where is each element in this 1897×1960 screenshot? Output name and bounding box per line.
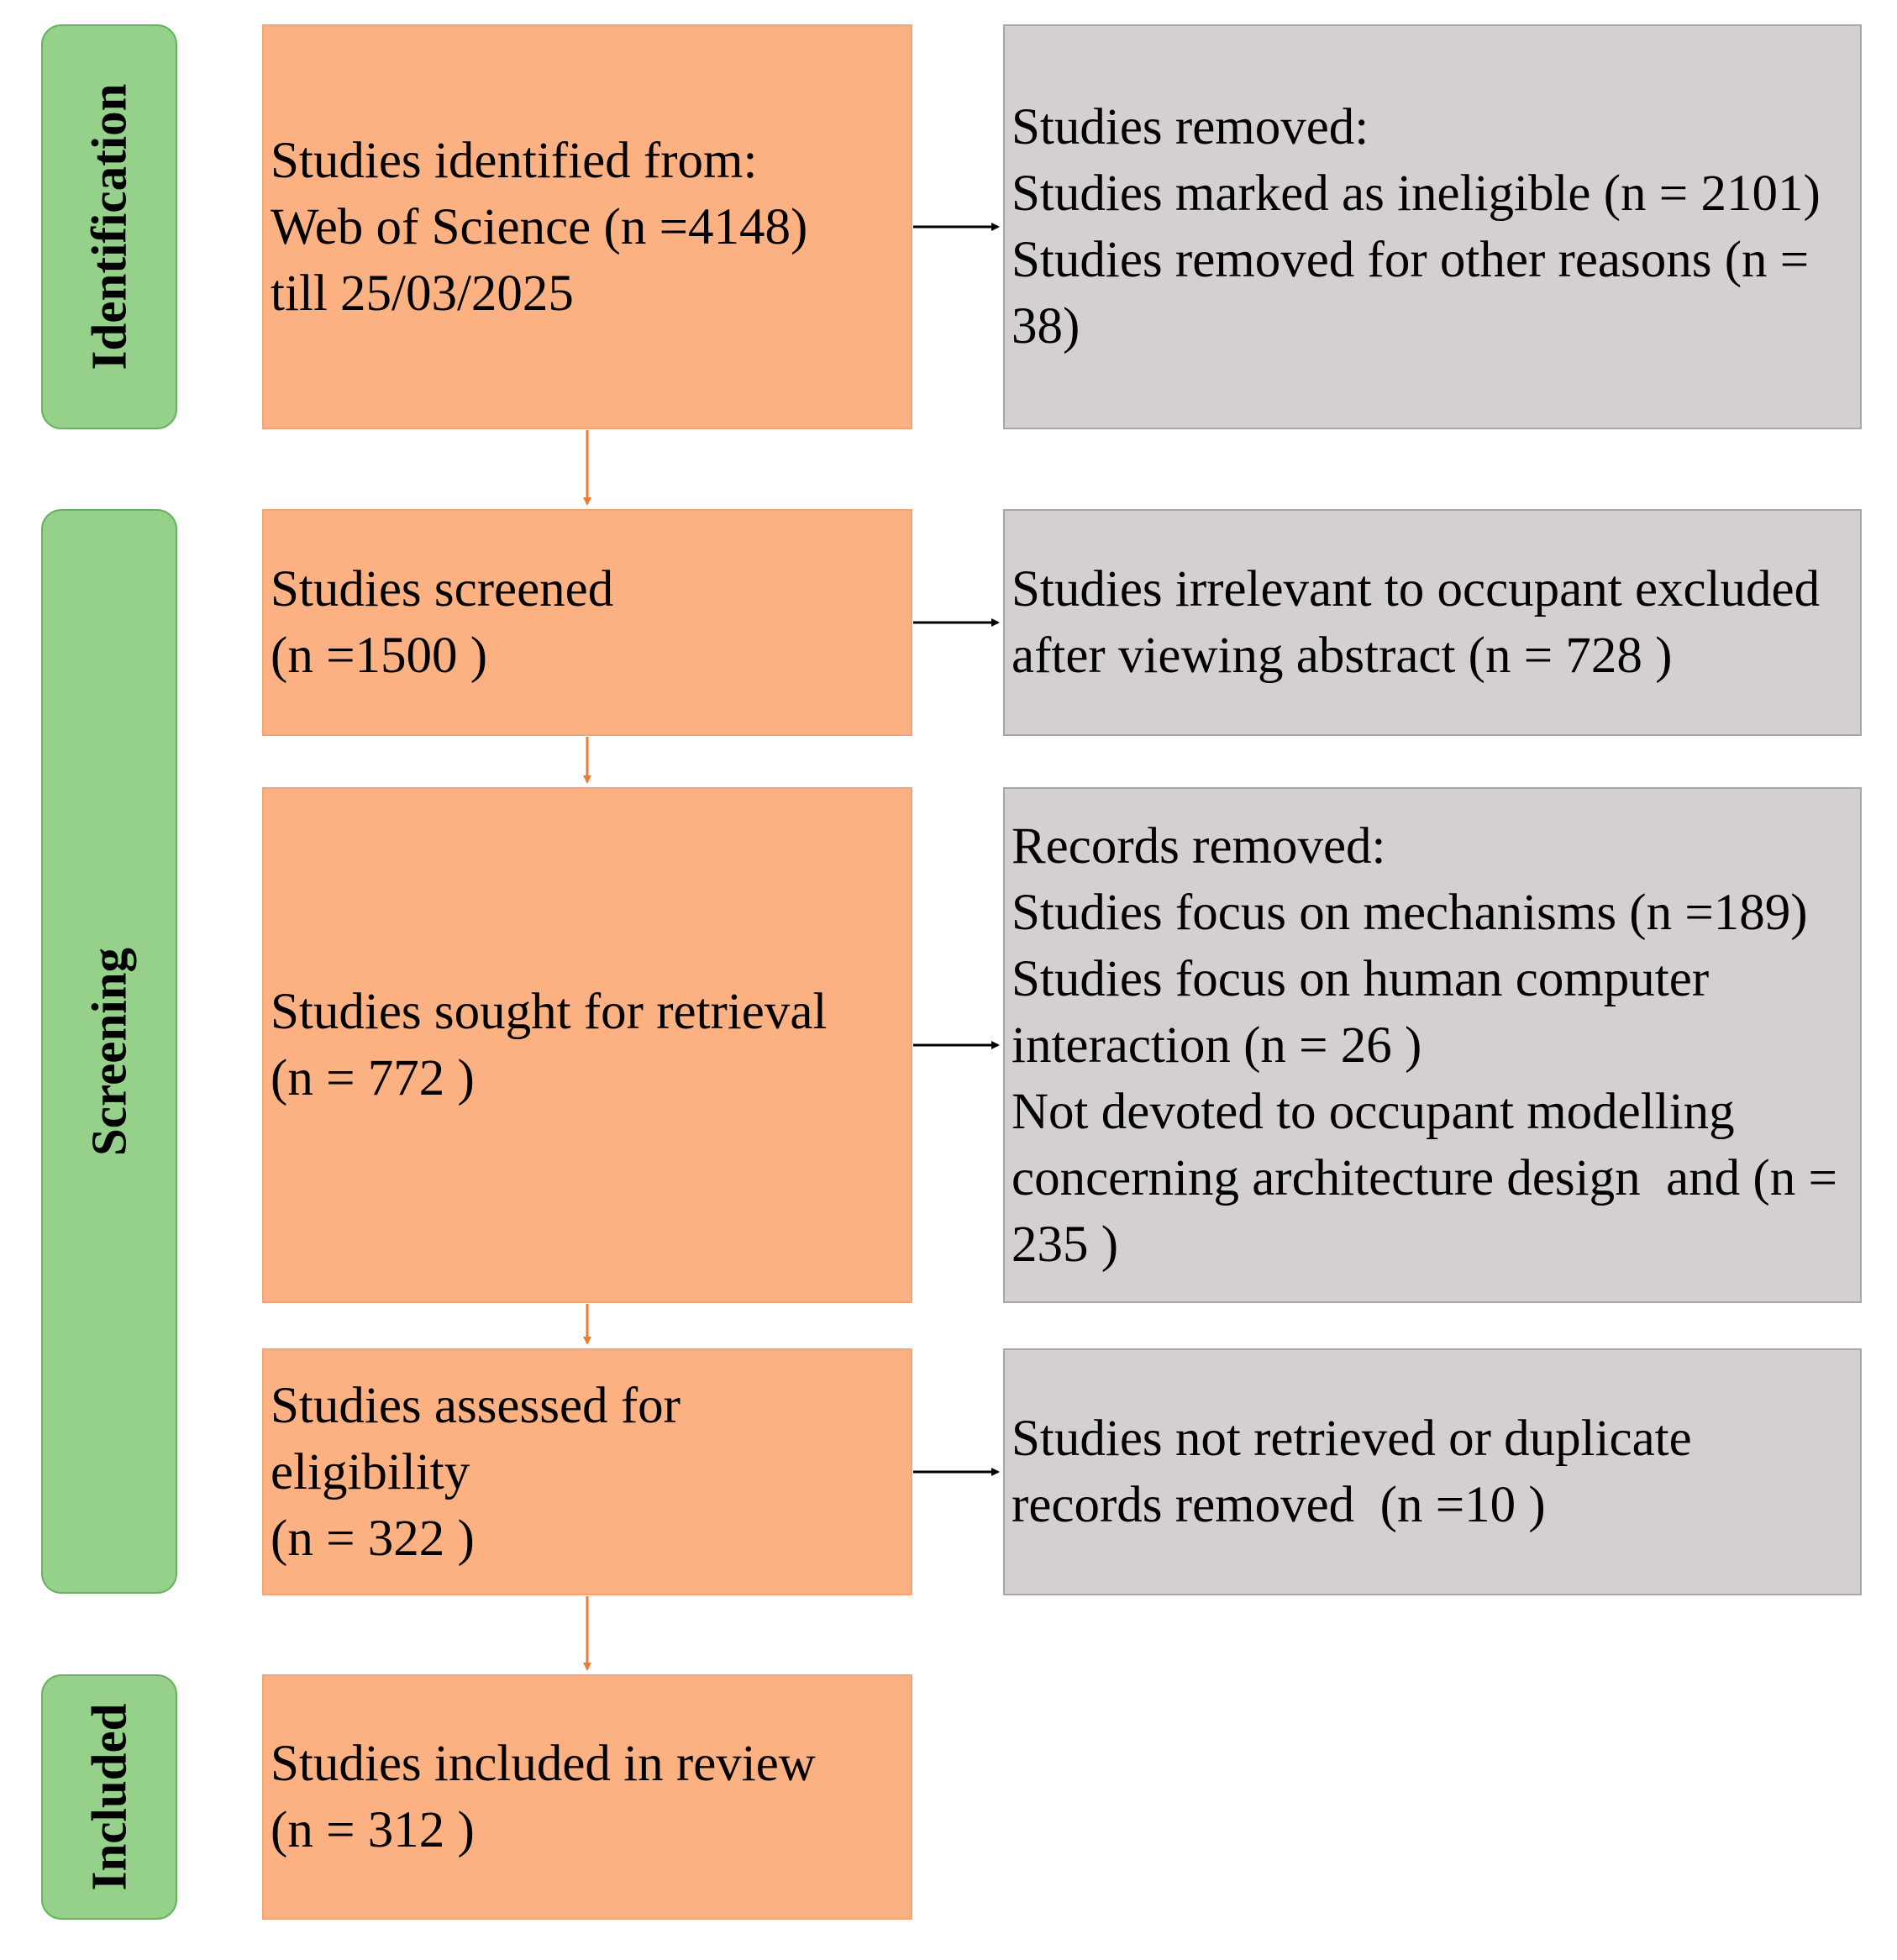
studies-removed-line-3: Studies removed for other reasons (n = 3… (1012, 232, 1822, 355)
phase-included: Included (41, 1674, 177, 1920)
studies-included-line-2: (n = 312 ) (271, 1802, 475, 1858)
studies-sought-line-1: Studies sought for retrieval (271, 984, 828, 1040)
studies-removed-box: Studies removed: Studies marked as ineli… (1003, 24, 1862, 429)
records-removed-line-1: Records removed: (1012, 817, 1386, 875)
not-retrieved-line-1: Studies not retrieved or duplicate recor… (1012, 1411, 1705, 1533)
studies-screened-line-2: (n =1500 ) (271, 628, 488, 684)
studies-screened-box: Studies screened (n =1500 ) (262, 509, 912, 736)
studies-identified-line-2: Web of Science (n =4148) (271, 198, 808, 255)
studies-identified-line-1: Studies identified from: (271, 132, 758, 189)
studies-irrelevant-line-1: Studies irrelevant to occupant excluded … (1012, 561, 1833, 684)
studies-assessed-line-3: (n = 322 ) (271, 1510, 475, 1567)
records-removed-line-3: Studies focus on human computer interact… (1012, 950, 1722, 1074)
studies-assessed-line-2: eligibility (271, 1443, 470, 1500)
studies-assessed-line-1: Studies assessed for (271, 1377, 681, 1434)
studies-included-box: Studies included in review (n = 312 ) (262, 1674, 912, 1920)
phase-identification: Identification (41, 24, 177, 429)
studies-sought-box: Studies sought for retrieval (n = 772 ) (262, 787, 912, 1303)
studies-removed-line-2: Studies marked as ineligible (n = 2101) (1012, 166, 1821, 222)
studies-identified-line-3: till 25/03/2025 (271, 265, 574, 322)
records-removed-line-4: Not devoted to occupant modelling concer… (1012, 1083, 1851, 1273)
studies-removed-line-1: Studies removed: (1012, 99, 1369, 155)
studies-irrelevant-box: Studies irrelevant to occupant excluded … (1003, 509, 1862, 736)
not-retrieved-box: Studies not retrieved or duplicate recor… (1003, 1348, 1862, 1595)
records-removed-line-2: Studies focus on mechanisms (n =189) (1012, 884, 1808, 941)
studies-included-line-1: Studies included in review (271, 1736, 816, 1792)
studies-sought-line-2: (n = 772 ) (271, 1050, 475, 1106)
studies-assessed-box: Studies assessed for eligibility (n = 32… (262, 1348, 912, 1595)
studies-screened-line-1: Studies screened (271, 561, 614, 617)
studies-identified-box: Studies identified from: Web of Science … (262, 24, 912, 429)
records-removed-box: Records removed: Studies focus on mechan… (1003, 787, 1862, 1303)
phase-screening: Screening (41, 509, 177, 1594)
